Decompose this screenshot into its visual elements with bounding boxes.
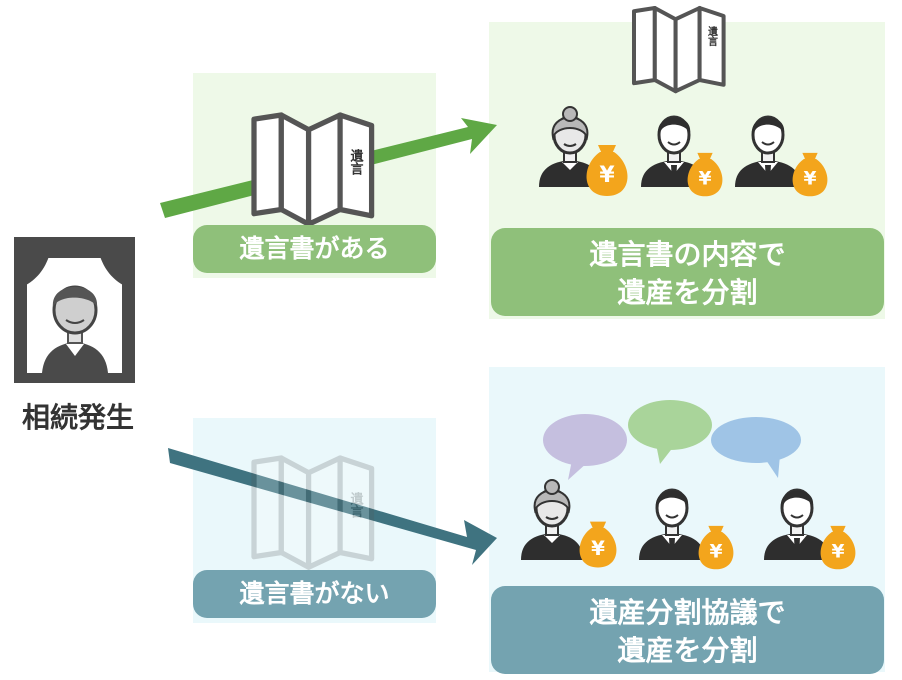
no-will-text: 遺言書がない bbox=[239, 579, 390, 608]
start-label: 相続発生 bbox=[21, 401, 134, 434]
will-exists-label: 遺言書がある bbox=[193, 225, 436, 273]
svg-text:遺言: 遺言 bbox=[706, 25, 719, 47]
money-bag-icon bbox=[698, 525, 734, 570]
will-result-line1: 遺言書の内容で bbox=[589, 238, 786, 271]
heir-woman-icon bbox=[519, 478, 585, 562]
heir-man-icon bbox=[637, 488, 707, 562]
svg-text:遺言: 遺言 bbox=[348, 148, 365, 176]
money-bag-icon bbox=[586, 145, 628, 196]
svg-text:遺言: 遺言 bbox=[348, 491, 365, 519]
will-document-icon: 遺言 bbox=[254, 115, 372, 224]
nowill-result-box: 遺産分割協議で 遺産を分割 bbox=[491, 586, 884, 674]
will-document-small-icon: 遺言 bbox=[634, 8, 724, 91]
money-bag-icon bbox=[792, 152, 828, 197]
deceased-portrait-icon bbox=[14, 237, 135, 383]
money-bag-icon bbox=[820, 525, 856, 570]
will-result-line2: 遺産を分割 bbox=[617, 276, 758, 309]
will-result-box: 遺言書の内容で 遺産を分割 bbox=[491, 228, 884, 316]
will-exists-text: 遺言書がある bbox=[239, 234, 390, 263]
nowill-result-line2: 遺産を分割 bbox=[617, 634, 758, 667]
nowill-result-line1: 遺産分割協議で bbox=[589, 596, 786, 629]
no-will-label: 遺言書がない bbox=[193, 570, 436, 618]
speech-bubble-icon bbox=[628, 400, 712, 464]
money-bag-icon bbox=[579, 521, 617, 568]
faded-document-icon: 遺言 bbox=[254, 458, 372, 567]
money-bag-icon bbox=[687, 152, 723, 197]
speech-bubble-icon bbox=[543, 414, 627, 480]
heir-man-icon bbox=[733, 115, 803, 189]
speech-bubble-icon bbox=[711, 417, 801, 478]
heir-man-icon bbox=[762, 488, 832, 562]
